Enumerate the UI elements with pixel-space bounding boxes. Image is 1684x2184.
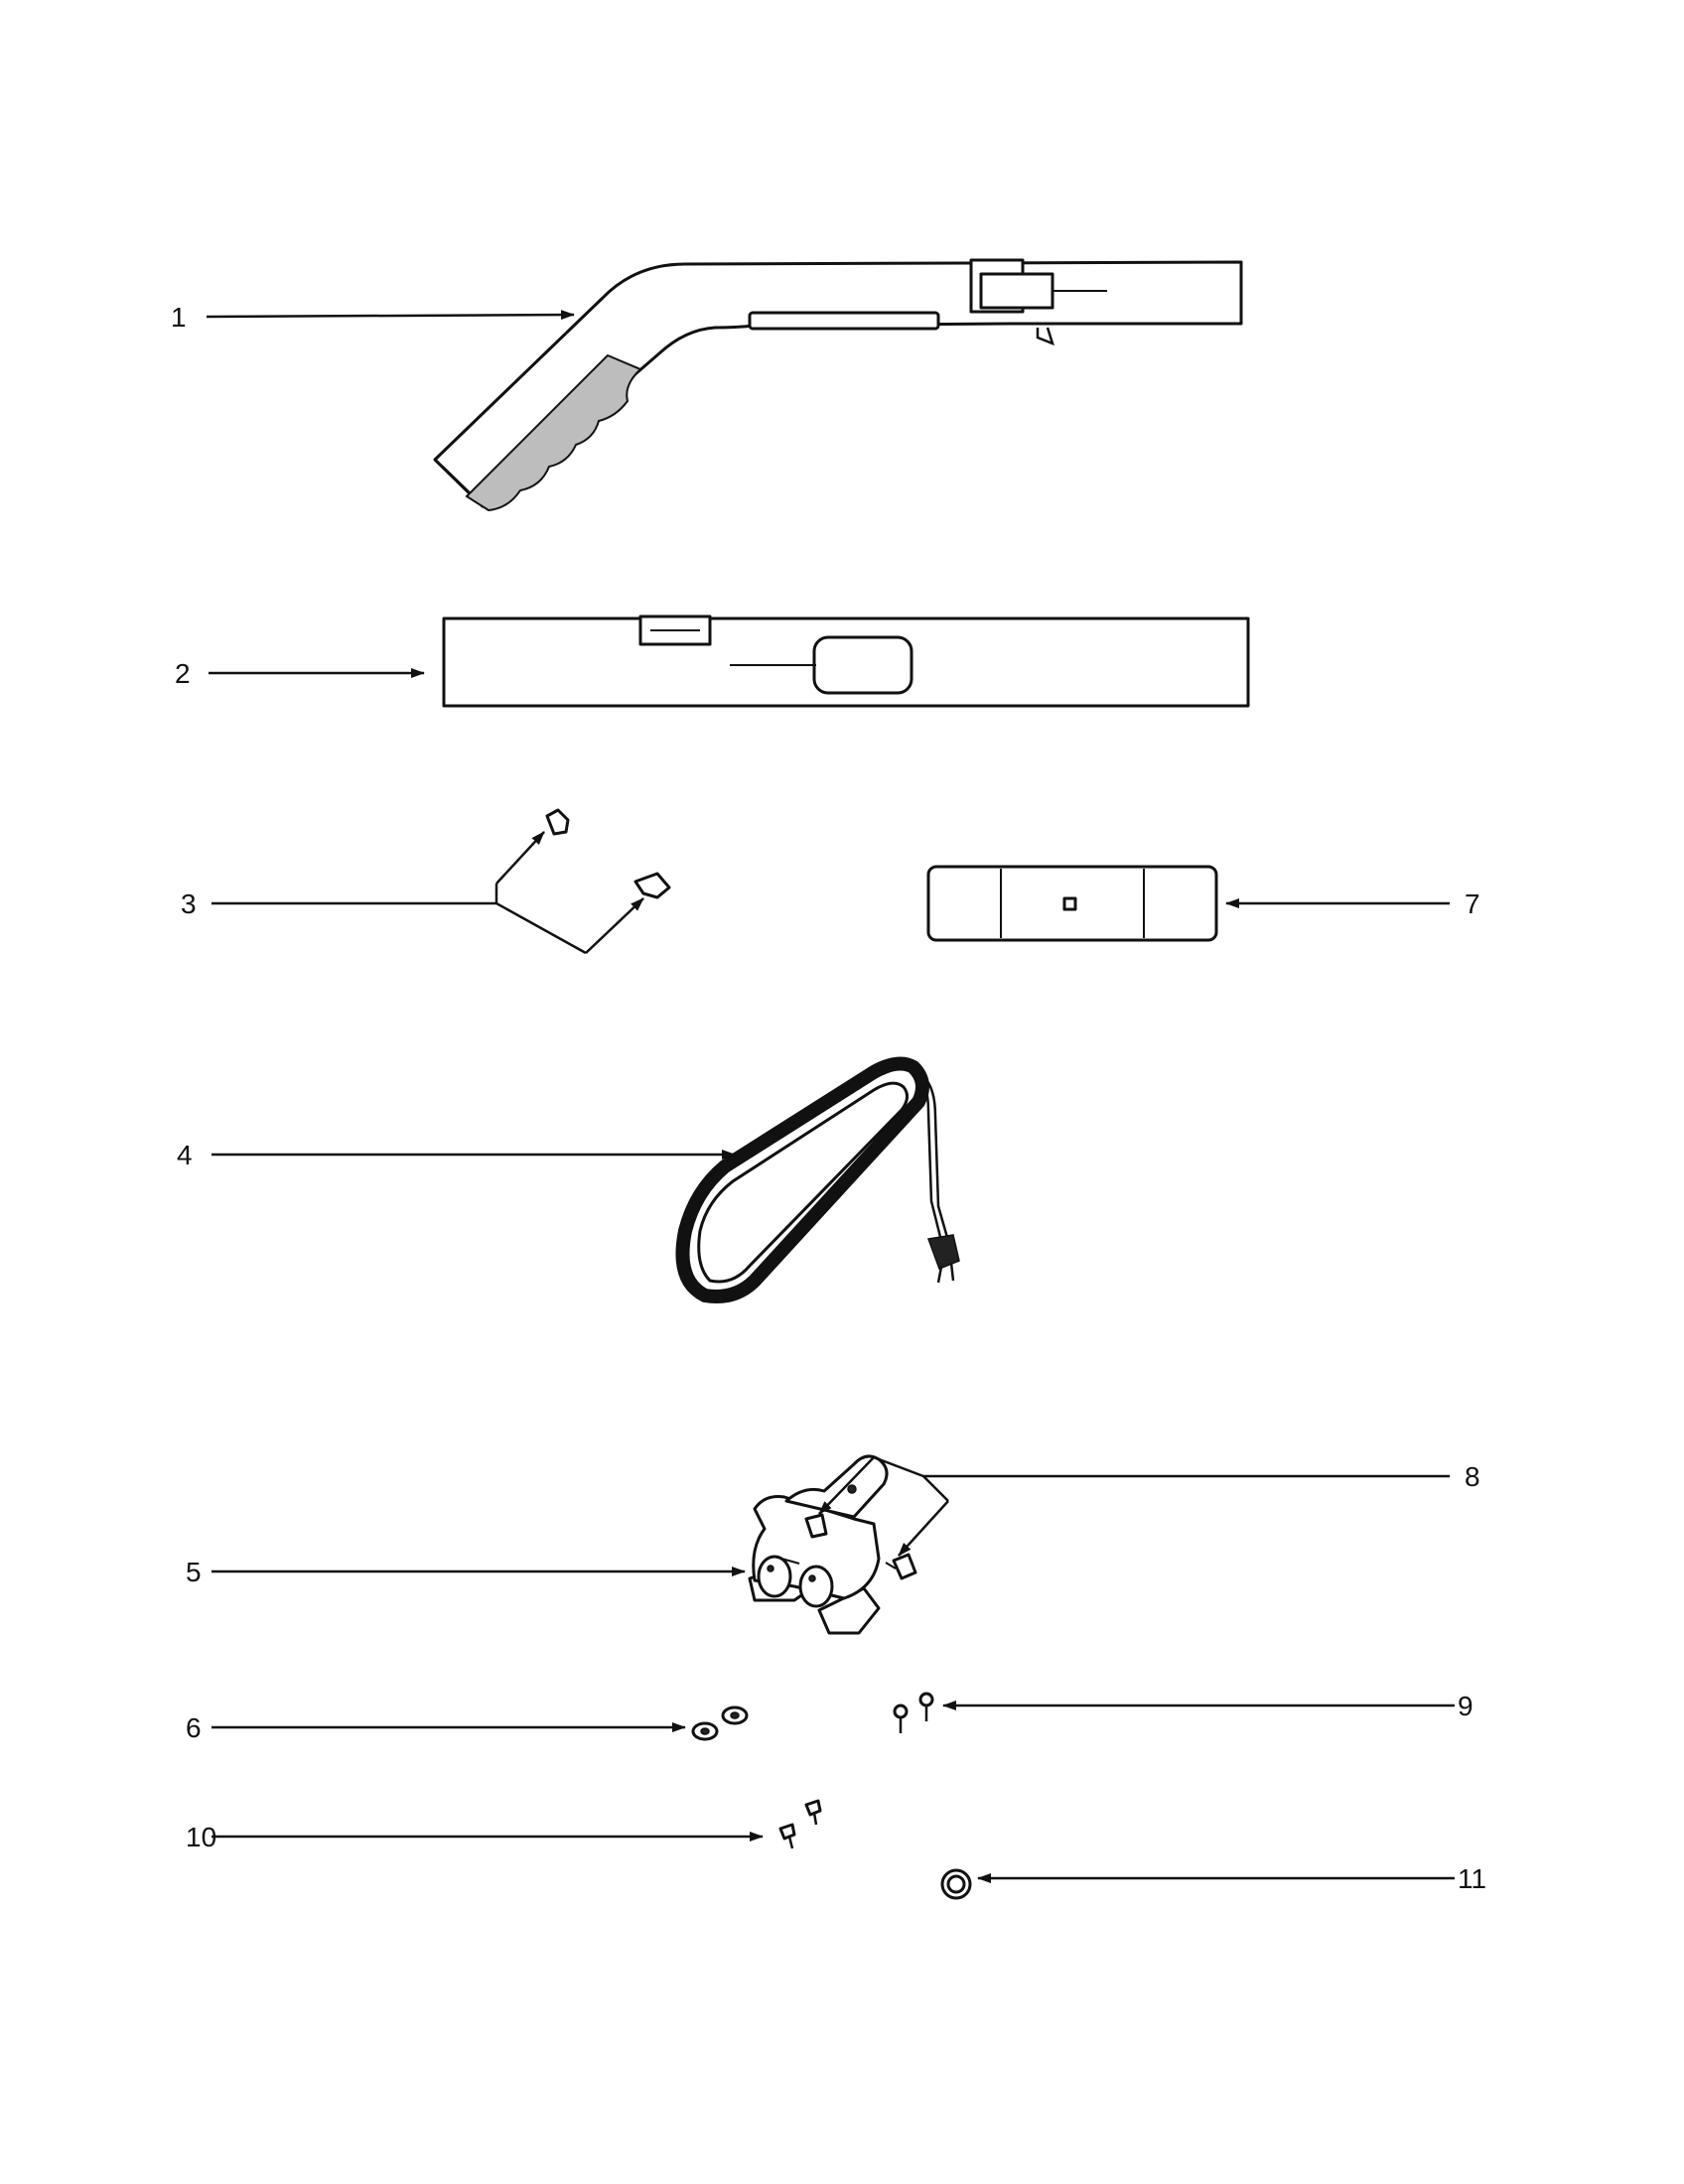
- callout-4: 4: [177, 1140, 193, 1170]
- part-10-screws: [893, 1692, 934, 1733]
- part-7-thumbscrews: [778, 1799, 822, 1849]
- leader-1: [206, 310, 575, 321]
- part-8-coupling: [926, 865, 1218, 942]
- callout-3: 3: [181, 888, 197, 919]
- callout-8: 7: [1465, 888, 1480, 919]
- part-4-cord: [675, 1056, 960, 1303]
- part-1-handle: [433, 258, 1243, 512]
- callout-10: 9: [1458, 1691, 1474, 1721]
- callout-5: 5: [186, 1557, 202, 1587]
- part-11-washer: [940, 1868, 972, 1900]
- callout-1: 1: [171, 302, 187, 333]
- part-5-bracket: [748, 1454, 889, 1635]
- callout-11: 11: [1458, 1863, 1486, 1894]
- callout-6: 6: [186, 1712, 202, 1743]
- part-9-pins: [804, 1513, 917, 1580]
- part-6-nuts: [691, 1706, 749, 1741]
- leader-3: [211, 831, 644, 955]
- leader-9: [818, 1455, 1450, 1557]
- part-3-buttons: [545, 808, 671, 899]
- callout-2: 2: [175, 658, 191, 689]
- part-2-wand: [442, 614, 1250, 708]
- callout-7: 10: [186, 1822, 216, 1852]
- callout-9: 8: [1465, 1461, 1480, 1492]
